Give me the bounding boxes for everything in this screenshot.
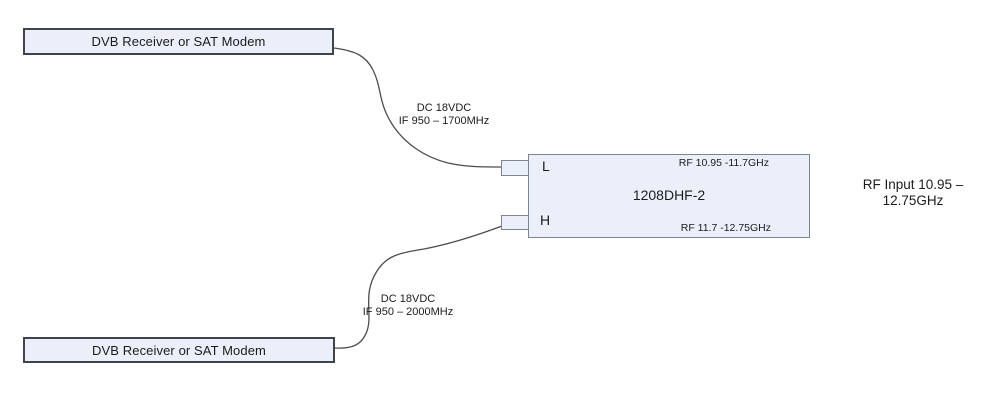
port-h-connector	[501, 215, 530, 230]
switch-model-label: 1208DHF-2	[632, 187, 706, 203]
dvb-receiver-bottom-label: DVB Receiver or SAT Modem	[92, 342, 266, 358]
port-l-label: L	[542, 158, 550, 174]
dvb-receiver-bottom-box: DVB Receiver or SAT Modem	[23, 337, 335, 363]
switch-box: L H 1208DHF-2 RF 10.95 -11.7GHz RF 11.7 …	[528, 154, 810, 238]
port-h-label: H	[540, 212, 551, 228]
cable-top-voltage: DC 18VDC	[416, 102, 472, 114]
rf-input-line1: RF Input 10.95 –	[862, 177, 964, 192]
cable-bottom-annotation: DC 18VDC IF 950 – 2000MHz	[323, 293, 493, 319]
dvb-receiver-top-box: DVB Receiver or SAT Modem	[23, 28, 334, 55]
cable-bottom-wire	[334, 225, 503, 349]
cable-bottom-if-range: IF 950 – 2000MHz	[362, 306, 454, 318]
rf-input-annotation: RF Input 10.95 – 12.75GHz	[839, 177, 987, 209]
rf-input-line2: 12.75GHz	[882, 193, 944, 208]
cable-bottom-voltage: DC 18VDC	[380, 293, 436, 305]
rf-band-top-label: RF 10.95 -11.7GHz	[678, 157, 769, 169]
rf-band-bottom-label: RF 11.7 -12.75GHz	[680, 222, 771, 234]
cable-top-annotation: DC 18VDC IF 950 – 1700MHz	[359, 102, 529, 128]
port-l-connector	[501, 160, 530, 176]
cable-top-if-range: IF 950 – 1700MHz	[398, 115, 490, 127]
dvb-receiver-top-label: DVB Receiver or SAT Modem	[91, 34, 266, 49]
